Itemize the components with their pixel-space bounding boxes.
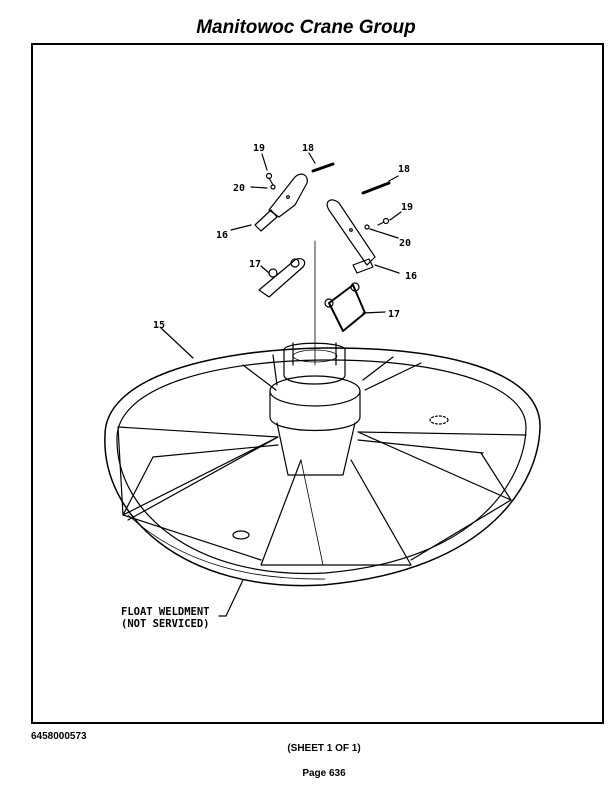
callout-20b: 20 <box>399 238 411 249</box>
drawing-frame: 19 18 18 20 19 16 20 17 16 17 15 FLOAT W… <box>31 43 604 724</box>
washer-left <box>270 184 276 190</box>
sheet-indicator: (SHEET 1 OF 1) <box>287 743 361 754</box>
callout-20a: 20 <box>233 183 245 194</box>
float-label-line2: (NOT SERVICED) <box>121 618 210 630</box>
callout-15: 15 <box>153 320 165 331</box>
bracket-right <box>326 199 376 274</box>
plate-lower <box>324 282 366 332</box>
screw-right <box>377 217 390 226</box>
callout-16b: 16 <box>405 271 417 282</box>
pin-left <box>311 162 335 173</box>
page-title: Manitowoc Crane Group <box>196 17 416 38</box>
callout-17a: 17 <box>249 259 261 270</box>
plate-upper <box>258 257 306 298</box>
callout-17b: 17 <box>388 309 400 320</box>
callout-19b: 19 <box>401 202 413 213</box>
parts-drawing: 19 18 18 20 19 16 20 17 16 17 15 FLOAT W… <box>104 143 541 630</box>
callout-18b: 18 <box>398 164 410 175</box>
callout-16a: 16 <box>216 230 228 241</box>
pin-right <box>361 181 391 195</box>
bracket-left <box>254 173 308 232</box>
float-label-line1: FLOAT WELDMENT <box>121 606 210 618</box>
page-number: Page 636 <box>302 768 346 779</box>
callout-18a: 18 <box>302 143 314 154</box>
callout-19a: 19 <box>253 143 265 154</box>
screw-left <box>265 172 274 186</box>
document-number: 6458000573 <box>31 731 87 742</box>
float-weldment <box>104 342 541 587</box>
washer-right <box>364 224 370 230</box>
